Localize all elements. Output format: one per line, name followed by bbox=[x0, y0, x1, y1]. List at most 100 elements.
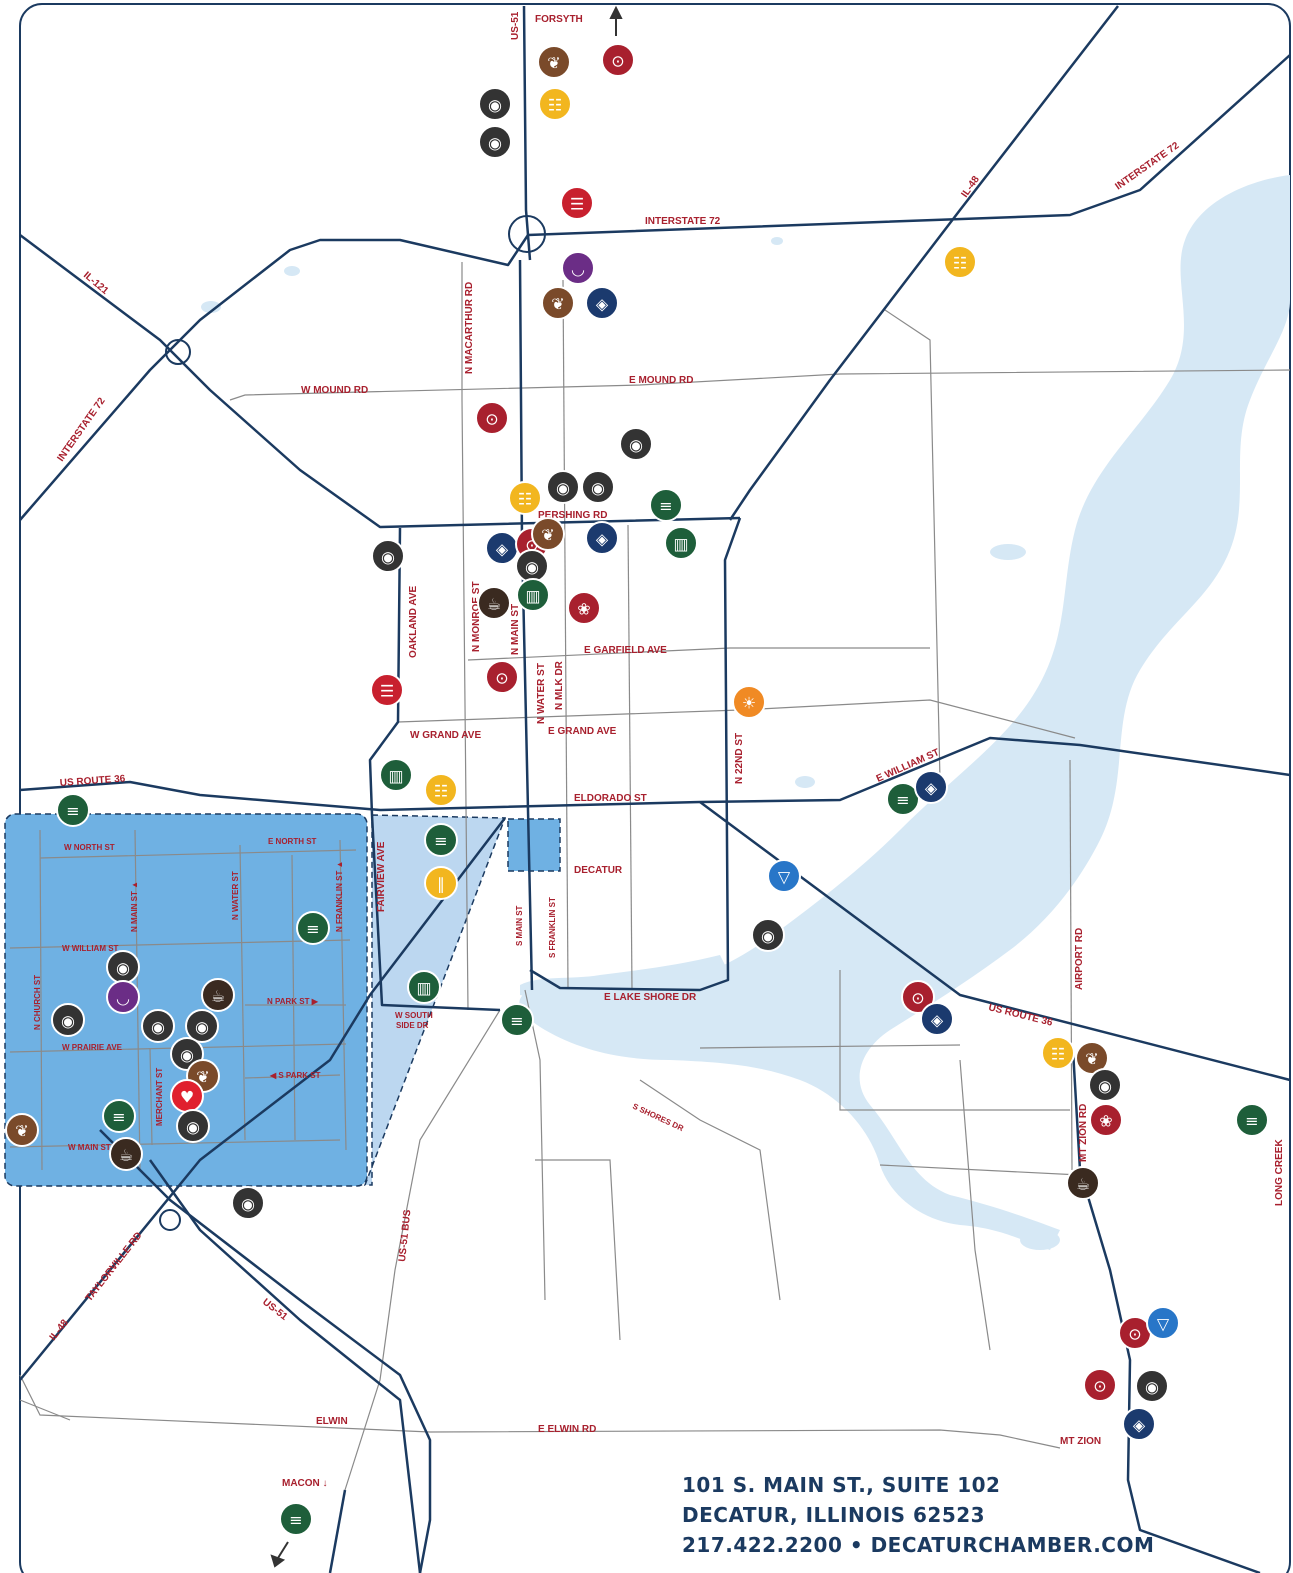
poi-fastfood-icon[interactable]: ☷ bbox=[538, 87, 572, 121]
poi-plate-icon[interactable]: ◉ bbox=[141, 1009, 175, 1043]
poi-marker[interactable] bbox=[943, 245, 977, 279]
poi-marker[interactable] bbox=[516, 578, 550, 612]
poi-marker[interactable] bbox=[379, 758, 413, 792]
poi-bread-icon[interactable]: ❦ bbox=[1075, 1041, 1109, 1075]
poi-fastfood-icon[interactable]: ☷ bbox=[1041, 1036, 1075, 1070]
poi-beer-icon[interactable]: ▥ bbox=[379, 758, 413, 792]
poi-marker[interactable] bbox=[176, 1109, 210, 1143]
poi-plate-icon[interactable]: ◉ bbox=[1135, 1369, 1169, 1403]
poi-marker[interactable] bbox=[1088, 1068, 1122, 1102]
poi-plate-icon[interactable]: ◉ bbox=[231, 1186, 265, 1220]
poi-marker[interactable] bbox=[185, 1009, 219, 1043]
poi-marker[interactable] bbox=[478, 87, 512, 121]
poi-marker[interactable] bbox=[914, 770, 948, 804]
poi-plate-icon[interactable]: ◉ bbox=[185, 1009, 219, 1043]
poi-marker[interactable] bbox=[109, 1137, 143, 1171]
poi-pizza-icon[interactable]: ⊙ bbox=[901, 980, 935, 1014]
poi-marker[interactable] bbox=[1122, 1407, 1156, 1441]
poi-marker[interactable] bbox=[561, 251, 595, 285]
poi-beer-icon[interactable]: ▥ bbox=[516, 578, 550, 612]
poi-beer-icon[interactable]: ▥ bbox=[664, 526, 698, 560]
poi-plate-icon[interactable]: ◉ bbox=[546, 470, 580, 504]
poi-burrito-icon[interactable]: ◈ bbox=[914, 770, 948, 804]
poi-burrito-icon[interactable]: ◈ bbox=[920, 1002, 954, 1036]
poi-wine-icon[interactable]: ≡ bbox=[296, 911, 330, 945]
poi-marker[interactable] bbox=[500, 1003, 534, 1037]
poi-plate-icon[interactable]: ◉ bbox=[581, 470, 615, 504]
poi-marker[interactable] bbox=[279, 1502, 313, 1536]
poi-marker[interactable] bbox=[585, 286, 619, 320]
poi-marker[interactable] bbox=[664, 526, 698, 560]
poi-marker[interactable] bbox=[371, 539, 405, 573]
poi-icecream-icon[interactable]: ▽ bbox=[1146, 1306, 1180, 1340]
poi-marker[interactable] bbox=[485, 660, 519, 694]
poi-marker[interactable] bbox=[1135, 1369, 1169, 1403]
poi-marker[interactable] bbox=[1041, 1036, 1075, 1070]
poi-bowl-icon[interactable]: ◡ bbox=[561, 251, 595, 285]
poi-bread-icon[interactable]: ❦ bbox=[541, 286, 575, 320]
poi-plate-icon[interactable]: ◉ bbox=[478, 87, 512, 121]
poi-marker[interactable] bbox=[1235, 1103, 1269, 1137]
poi-plate-icon[interactable]: ◉ bbox=[515, 549, 549, 583]
poi-marker[interactable] bbox=[424, 773, 458, 807]
poi-marker[interactable] bbox=[407, 970, 441, 1004]
poi-marker[interactable] bbox=[538, 87, 572, 121]
poi-coffee-icon[interactable]: ☕ bbox=[109, 1137, 143, 1171]
poi-marker[interactable] bbox=[546, 470, 580, 504]
poi-marker[interactable] bbox=[296, 911, 330, 945]
poi-marker[interactable] bbox=[1075, 1041, 1109, 1075]
poi-marker[interactable] bbox=[732, 685, 766, 719]
poi-wine-icon[interactable]: ≡ bbox=[500, 1003, 534, 1037]
poi-fire-icon[interactable]: ❀ bbox=[567, 591, 601, 625]
poi-beer-icon[interactable]: ▥ bbox=[407, 970, 441, 1004]
poi-burrito-icon[interactable]: ◈ bbox=[1122, 1407, 1156, 1441]
poi-marker[interactable] bbox=[477, 586, 511, 620]
poi-marker[interactable] bbox=[106, 980, 140, 1014]
poi-burrito-icon[interactable]: ◈ bbox=[585, 286, 619, 320]
poi-marker[interactable] bbox=[231, 1186, 265, 1220]
poi-wine-icon[interactable]: ≡ bbox=[424, 823, 458, 857]
poi-plate-icon[interactable]: ◉ bbox=[170, 1037, 204, 1071]
poi-marker[interactable] bbox=[581, 470, 615, 504]
poi-marker[interactable] bbox=[901, 980, 935, 1014]
poi-marker[interactable] bbox=[585, 521, 619, 555]
poi-marker[interactable] bbox=[201, 978, 235, 1012]
poi-marker[interactable] bbox=[567, 591, 601, 625]
poi-burrito-icon[interactable]: ◈ bbox=[485, 531, 519, 565]
poi-plate-icon[interactable]: ◉ bbox=[1088, 1068, 1122, 1102]
poi-marker[interactable] bbox=[767, 859, 801, 893]
poi-burger-icon[interactable]: ☰ bbox=[370, 673, 404, 707]
poi-marker[interactable] bbox=[1066, 1166, 1100, 1200]
poi-marker[interactable] bbox=[1146, 1306, 1180, 1340]
poi-marker[interactable] bbox=[5, 1113, 39, 1147]
poi-hotdog-icon[interactable]: ∥ bbox=[424, 866, 458, 900]
poi-burger-icon[interactable]: ☰ bbox=[560, 186, 594, 220]
poi-icecream-icon[interactable]: ▽ bbox=[767, 859, 801, 893]
poi-coffee-icon[interactable]: ☕ bbox=[1066, 1166, 1100, 1200]
poi-marker[interactable] bbox=[560, 186, 594, 220]
poi-marker[interactable] bbox=[619, 427, 653, 461]
poi-wine-icon[interactable]: ≡ bbox=[279, 1502, 313, 1536]
poi-wine-icon[interactable]: ≡ bbox=[649, 488, 683, 522]
poi-bread-icon[interactable]: ❦ bbox=[537, 45, 571, 79]
poi-marker[interactable] bbox=[920, 1002, 954, 1036]
poi-marker[interactable] bbox=[51, 1003, 85, 1037]
poi-marker[interactable] bbox=[751, 918, 785, 952]
poi-fastfood-icon[interactable]: ☷ bbox=[424, 773, 458, 807]
poi-fire-icon[interactable]: ❀ bbox=[1089, 1103, 1123, 1137]
poi-marker[interactable] bbox=[424, 866, 458, 900]
poi-marker[interactable] bbox=[541, 286, 575, 320]
poi-bread-icon[interactable]: ❦ bbox=[531, 517, 565, 551]
poi-plate-icon[interactable]: ◉ bbox=[371, 539, 405, 573]
poi-marker[interactable] bbox=[370, 673, 404, 707]
poi-bread-icon[interactable]: ❦ bbox=[5, 1113, 39, 1147]
poi-burrito-icon[interactable]: ◈ bbox=[585, 521, 619, 555]
poi-plate-icon[interactable]: ◉ bbox=[619, 427, 653, 461]
poi-wine-icon[interactable]: ≡ bbox=[102, 1099, 136, 1133]
poi-pizza-icon[interactable]: ⊙ bbox=[1083, 1368, 1117, 1402]
poi-marker[interactable] bbox=[537, 45, 571, 79]
poi-marker[interactable] bbox=[1083, 1368, 1117, 1402]
poi-marker[interactable] bbox=[141, 1009, 175, 1043]
poi-marker[interactable] bbox=[478, 125, 512, 159]
poi-marker[interactable] bbox=[475, 401, 509, 435]
